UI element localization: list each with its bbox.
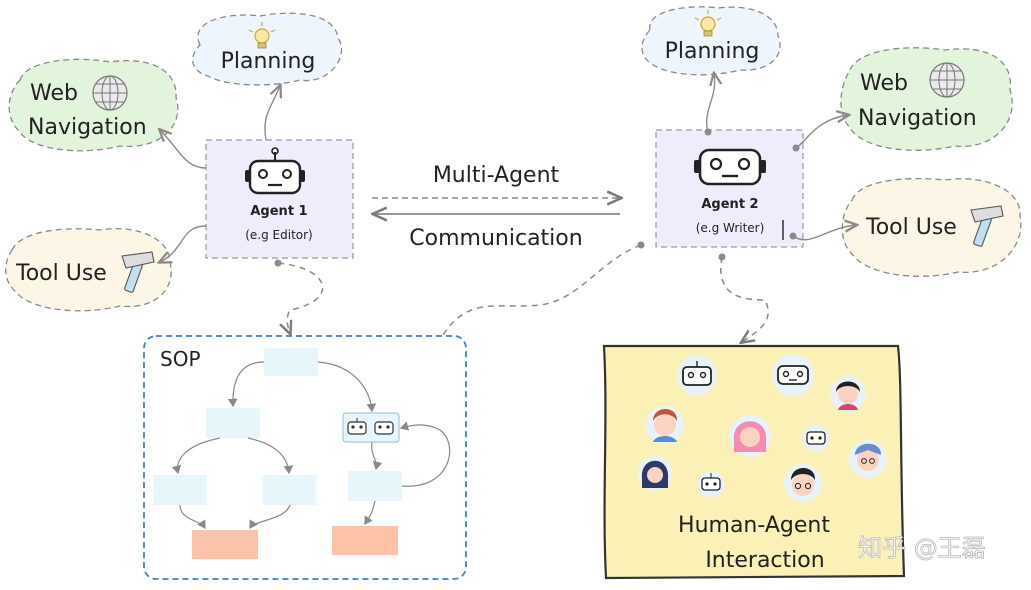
multi-agent-label: Multi-Agent bbox=[433, 163, 560, 188]
agent2-subtitle: (e.g Writer) bbox=[696, 221, 765, 235]
left-tool-use-cloud: Tool Use bbox=[5, 228, 172, 312]
robot-icon bbox=[347, 418, 367, 435]
robot-avatar bbox=[803, 425, 829, 451]
person-avatar bbox=[646, 406, 684, 444]
sop-output-box bbox=[192, 530, 258, 559]
hammer-icon bbox=[970, 205, 1004, 247]
agent1-connectors bbox=[160, 86, 280, 262]
left-web-navigation-cloud: Web Navigation bbox=[8, 58, 179, 152]
left-web-label-line2: Navigation bbox=[28, 115, 147, 140]
watermark: 知乎 @王磊 bbox=[858, 534, 986, 562]
robot-avatar bbox=[677, 355, 717, 395]
hai-label-line1: Human-Agent bbox=[678, 513, 830, 538]
person-avatar bbox=[830, 376, 866, 412]
left-planning-cloud: Planning bbox=[192, 12, 343, 86]
sop-step-box bbox=[206, 408, 260, 438]
person-avatar bbox=[638, 456, 672, 490]
robot-icon bbox=[694, 148, 766, 186]
agent2-connectors bbox=[704, 74, 857, 241]
sop-links bbox=[274, 241, 769, 361]
agent1-box: Agent 1 (e.g Editor) bbox=[205, 139, 354, 259]
globe-icon bbox=[92, 75, 128, 111]
globe-icon bbox=[929, 62, 965, 98]
agent1-title: Agent 1 bbox=[250, 204, 307, 219]
person-avatar bbox=[784, 464, 822, 502]
left-web-label-line1: Web bbox=[30, 81, 78, 106]
right-web-navigation-cloud: Web Navigation bbox=[840, 47, 1013, 151]
sop-step-box bbox=[264, 348, 318, 376]
sop-step-box bbox=[263, 475, 317, 505]
agent1-subtitle: (e.g Editor) bbox=[245, 228, 313, 242]
right-tool-use-label: Tool Use bbox=[865, 215, 957, 240]
sop-label: SOP bbox=[160, 347, 201, 371]
left-tool-use-label: Tool Use bbox=[15, 261, 107, 286]
lightbulb-icon bbox=[248, 22, 276, 49]
right-planning-cloud: Planning bbox=[641, 6, 781, 76]
robot-avatar bbox=[772, 354, 814, 396]
communication-label: Communication bbox=[409, 226, 582, 251]
hai-label-line2: Interaction bbox=[705, 548, 824, 573]
right-tool-use-cloud: Tool Use bbox=[841, 178, 1022, 277]
sop-step-box bbox=[153, 475, 207, 505]
robot-icon bbox=[245, 147, 305, 195]
person-avatar bbox=[849, 440, 887, 478]
sop-step-box bbox=[348, 471, 402, 501]
agent2-title: Agent 2 bbox=[701, 197, 758, 212]
person-avatar bbox=[729, 415, 771, 457]
sop-flow-arrows bbox=[171, 361, 451, 530]
hammer-icon bbox=[121, 251, 155, 293]
sop-panel: SOP bbox=[143, 335, 467, 580]
robot-avatar bbox=[698, 471, 724, 497]
sop-output-box bbox=[332, 526, 398, 555]
communication-arrows: Multi-Agent Communication bbox=[372, 163, 620, 251]
right-web-label-line1: Web bbox=[860, 71, 908, 96]
robot-icon bbox=[374, 421, 394, 435]
right-planning-label: Planning bbox=[665, 39, 760, 64]
human-agent-interaction-panel: Human-Agent Interaction bbox=[602, 344, 906, 580]
left-planning-label: Planning bbox=[221, 49, 316, 74]
sop-agents-box bbox=[342, 412, 400, 443]
lightbulb-icon bbox=[694, 10, 722, 37]
right-web-label-line2: Navigation bbox=[858, 106, 977, 131]
agent2-box: Agent 2 (e.g Writer) bbox=[655, 129, 804, 248]
